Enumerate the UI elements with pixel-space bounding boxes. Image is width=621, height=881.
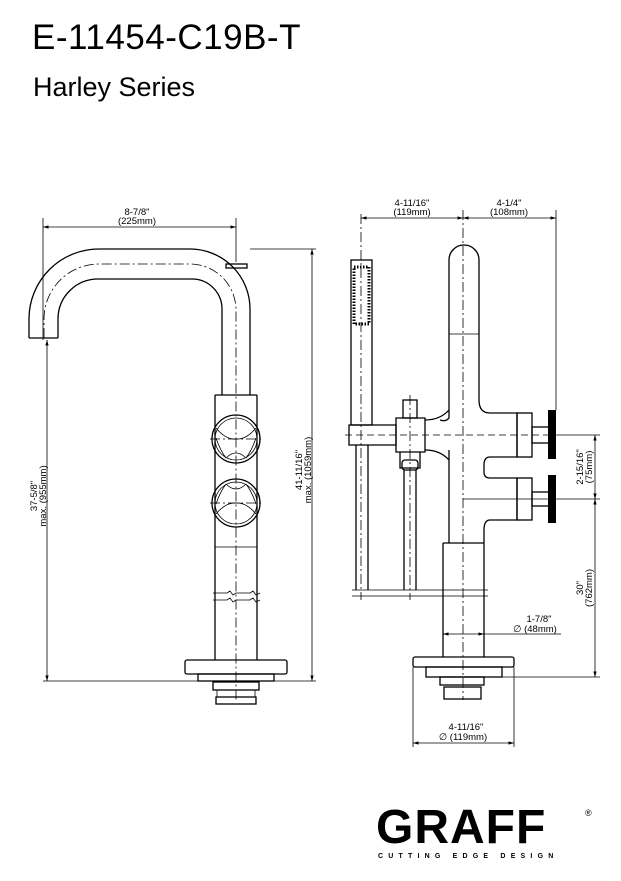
spout-reach-imperial: 8-7/8" — [124, 207, 149, 218]
side-view: 4-11/16" (119mm) 4-1/4" (108mm) 2-15/16"… — [345, 198, 600, 747]
handle-lower-icon — [210, 478, 262, 528]
model-number: E-11454-C19B-T — [32, 18, 301, 57]
handle-height-metric: (762mm) — [584, 569, 595, 607]
front-view: 8-7/8" (225mm) 37-5/8" max. (955mm) 41-1… — [28, 207, 316, 705]
handshower-offset-imperial: 4-11/16" — [395, 198, 430, 209]
handle-offset-imperial: 4-1/4" — [496, 198, 521, 209]
handle-height-imperial: 30" — [575, 581, 586, 595]
spout-cap — [225, 263, 248, 269]
handle-upper-side-icon — [548, 410, 556, 459]
base-diameter-imperial: 4-11/16" — [449, 722, 484, 733]
spout-reach-metric: (225mm) — [118, 216, 156, 227]
hand-shower-icon — [350, 214, 373, 600]
handle-upper-icon — [210, 414, 262, 464]
logo-tagline: CUTTING EDGE DESIGN — [378, 853, 559, 860]
handle-spacing-imperial: 2-15/16" — [575, 449, 586, 485]
total-height-metric: max. (1059mm) — [303, 437, 314, 504]
registered-mark: ® — [585, 808, 592, 818]
series-name: Harley Series — [33, 72, 196, 102]
handle-spacing-metric: (75mm) — [584, 451, 595, 484]
column-diameter-imperial: 1-7/8" — [526, 614, 551, 625]
spout-height-metric: max. (955mm) — [38, 465, 49, 526]
base-diameter-metric: ∅ (119mm) — [439, 732, 487, 743]
graff-logo: GRAFF — [376, 801, 547, 854]
spout-outline — [28, 248, 251, 395]
total-height-imperial: 41-11/16" — [294, 450, 305, 490]
spout-height-imperial: 37-5/8" — [29, 481, 40, 511]
handle-offset-metric: (108mm) — [490, 207, 528, 218]
column-diameter-metric: ∅ (48mm) — [513, 624, 557, 635]
handshower-offset-metric: (119mm) — [393, 207, 430, 218]
